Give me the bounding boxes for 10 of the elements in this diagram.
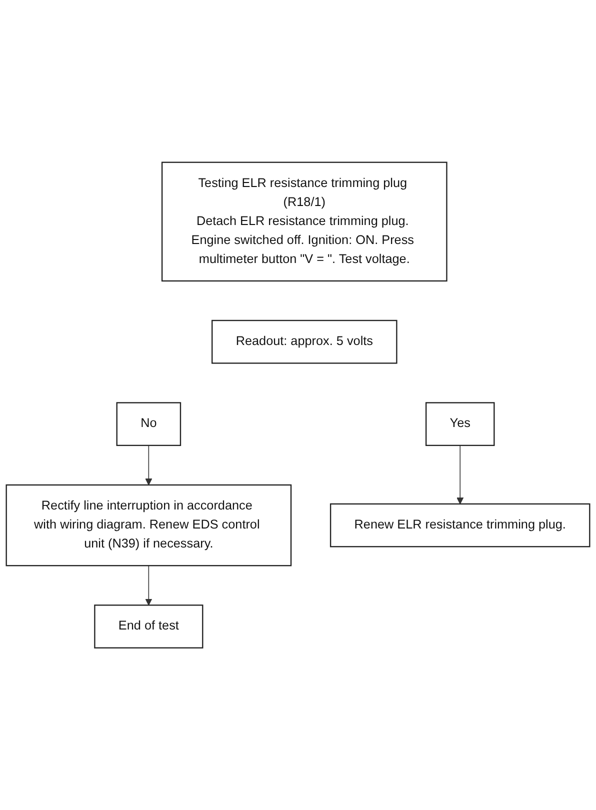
node-box: No [116,402,182,446]
node-box: Renew ELR resistance trimming plug. [330,503,590,548]
arrow [145,565,152,606]
arrow [145,444,152,486]
node-box: Readout: approx. 5 volts [212,320,398,364]
node-box: Testing ELR resistance trimming plug (R18/1) Detach ELR resistance trimming plug. Engine switched off. Ignition: ON. Press multimeter button "V = ". Test voltage. [161,162,448,282]
node-box: Rectify line interruption in accordance with wiring diagram. Renew EDS control unit (N39) if necessary. [6,484,292,566]
node-box: End of test [94,604,204,648]
arrow [456,444,464,504]
node-box: Yes [425,402,495,446]
